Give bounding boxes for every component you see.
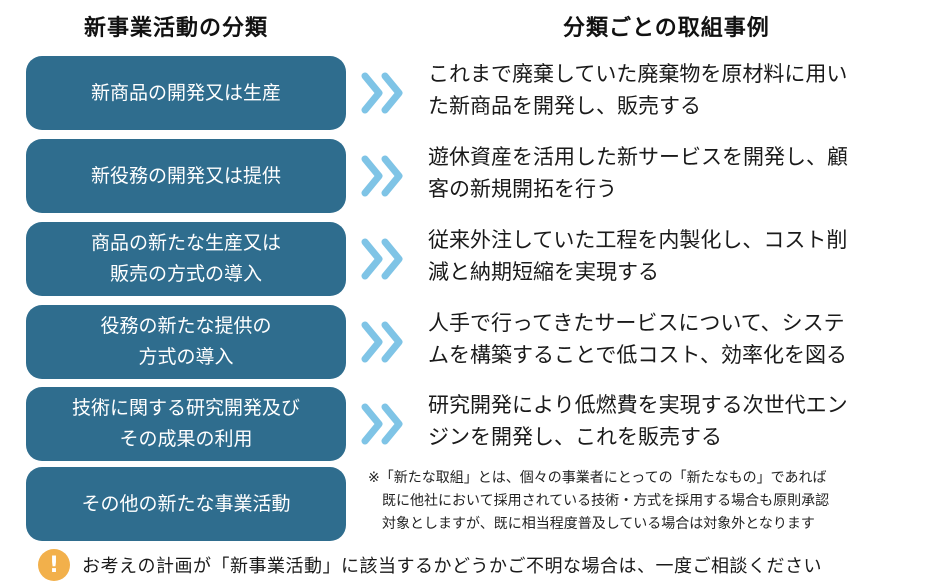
double-chevron-right-icon — [361, 155, 403, 197]
left-column-header: 新事業活動の分類 — [84, 16, 269, 41]
category-row: 商品の新たな生産又は 販売の方式の導入 従来外注していた工程を内製化し、コスト削… — [0, 222, 929, 296]
category-row: その他の新たな事業活動 ※「新たな取組」とは、個々の事業者にとっての「新たなもの… — [0, 467, 929, 541]
category-box: 技術に関する研究開発及び その成果の利用 — [26, 387, 346, 461]
new-initiative-note: ※「新たな取組」とは、個々の事業者にとっての「新たなもの」であれば 既に他社にお… — [368, 470, 830, 532]
category-box: 商品の新たな生産又は 販売の方式の導入 — [26, 222, 346, 296]
example-text: 研究開発により低燃費を実現する次世代エン ジンを開発し、これを販売する — [428, 393, 848, 449]
footer-text: お考えの計画が「新事業活動」に該当するかどうかご不明な場合は、一度ご相談ください — [82, 556, 822, 577]
example-text: 遊休資産を活用した新サービスを開発し、顧 客の新規開拓を行う — [428, 145, 848, 201]
exclamation-circle-icon: ! — [38, 549, 70, 581]
double-chevron-right-icon — [361, 238, 403, 280]
category-box: 新商品の開発又は生産 — [26, 56, 346, 130]
right-column-header: 分類ごとの取組事例 — [563, 16, 770, 41]
category-row: 技術に関する研究開発及び その成果の利用 研究開発により低燃費を実現する次世代エ… — [0, 387, 929, 461]
example-text: これまで廃棄していた廃棄物を原材料に用い た新商品を開発し、販売する — [428, 62, 848, 118]
double-chevron-right-icon — [361, 403, 403, 445]
category-box: 新役務の開発又は提供 — [26, 139, 346, 213]
example-text: 人手で行ってきたサービスについて、システ ムを構築することで低コスト、効率化を図… — [428, 311, 847, 367]
double-chevron-right-icon — [361, 72, 403, 114]
category-box: その他の新たな事業活動 — [26, 467, 346, 541]
category-box: 役務の新たな提供の 方式の導入 — [26, 305, 346, 379]
footer-notice: ! お考えの計画が「新事業活動」に該当するかどうかご不明な場合は、一度ご相談くだ… — [38, 548, 822, 582]
category-row: 新商品の開発又は生産 これまで廃棄していた廃棄物を原材料に用い た新商品を開発し… — [0, 56, 929, 130]
double-chevron-right-icon — [361, 321, 403, 363]
example-text: 従来外注していた工程を内製化し、コスト削 減と納期短縮を実現する — [428, 228, 848, 284]
category-row: 役務の新たな提供の 方式の導入 人手で行ってきたサービスについて、システ ムを構… — [0, 305, 929, 379]
category-row: 新役務の開発又は提供 遊休資産を活用した新サービスを開発し、顧 客の新規開拓を行… — [0, 139, 929, 213]
